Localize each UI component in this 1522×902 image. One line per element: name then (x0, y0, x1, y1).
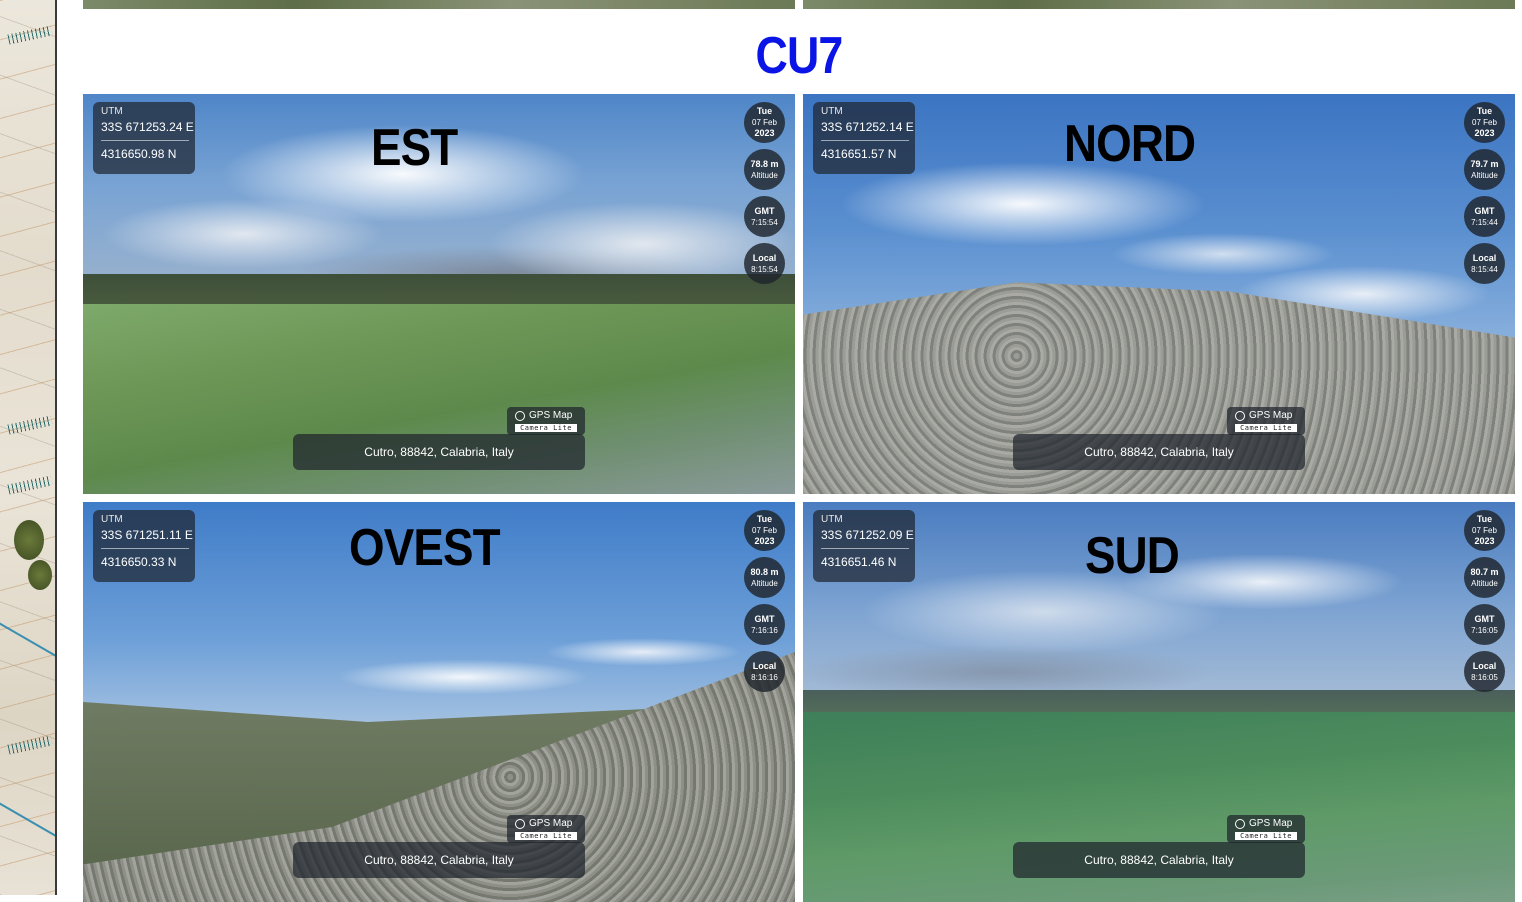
previous-photo-strip (803, 0, 1515, 9)
photo-est[interactable]: UTM 33S 671253.24 E 4316650.98 N EST Tue… (83, 94, 795, 494)
photo-sud[interactable]: UTM 33S 671252.09 E 4316651.46 N SUD Tue… (803, 502, 1515, 902)
map-hatch (7, 735, 53, 755)
map-tree (28, 560, 52, 590)
gps-map-camera-logo: GPS Map Camera Lite (507, 815, 585, 843)
gps-map-camera-logo: GPS Map Camera Lite (507, 407, 585, 435)
camera-icon (515, 819, 525, 829)
direction-label: OVEST (349, 519, 501, 577)
previous-photo-strip (83, 0, 795, 9)
location-label: Cutro, 88842, Calabria, Italy (1013, 842, 1305, 878)
utm-box: UTM 33S 671251.11 E 4316650.33 N (93, 510, 195, 582)
map-strip (0, 0, 57, 895)
utm-box: UTM 33S 671252.14 E 4316651.57 N (813, 102, 915, 174)
camera-icon (515, 411, 525, 421)
map-hatch (7, 475, 53, 495)
map-tree (14, 520, 44, 560)
map-road (0, 800, 55, 842)
location-label: Cutro, 88842, Calabria, Italy (293, 842, 585, 878)
direction-label: NORD (1064, 115, 1196, 173)
gps-map-camera-logo: GPS Map Camera Lite (1227, 407, 1305, 435)
gps-map-camera-logo: GPS Map Camera Lite (1227, 815, 1305, 843)
map-hatch (7, 25, 53, 45)
location-label: Cutro, 88842, Calabria, Italy (293, 434, 585, 470)
camera-icon (1235, 819, 1245, 829)
utm-box: UTM 33S 671252.09 E 4316651.46 N (813, 510, 915, 582)
map-hatch (7, 415, 53, 435)
photo-ovest[interactable]: UTM 33S 671251.11 E 4316650.33 N OVEST T… (83, 502, 795, 902)
camera-icon (1235, 411, 1245, 421)
photo-nord[interactable]: UTM 33S 671252.14 E 4316651.57 N NORD Tu… (803, 94, 1515, 494)
location-label: Cutro, 88842, Calabria, Italy (1013, 434, 1305, 470)
map-road (0, 620, 55, 662)
page-title: CU7 (755, 27, 844, 85)
direction-label: EST (371, 119, 458, 177)
direction-label: SUD (1085, 527, 1180, 585)
utm-box: UTM 33S 671253.24 E 4316650.98 N (93, 102, 195, 174)
